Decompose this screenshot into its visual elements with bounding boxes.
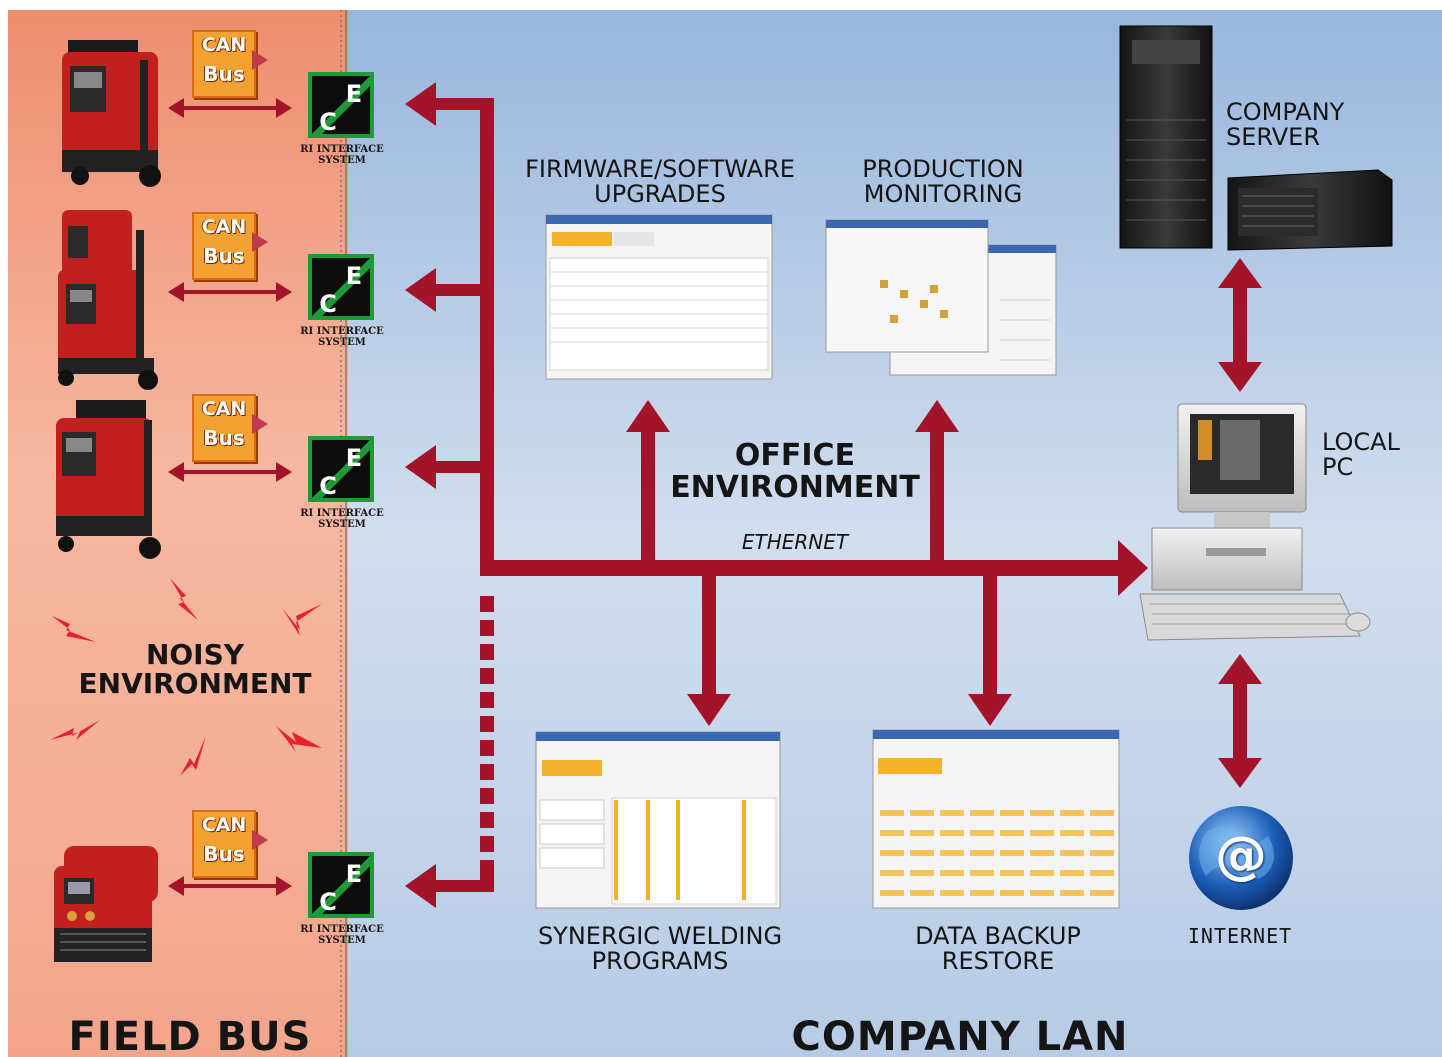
- firmware-label: FIRMWARE/SOFTWARE UPGRADES: [525, 155, 795, 209]
- internet-label: INTERNET: [1187, 924, 1293, 948]
- at-symbol: @: [1215, 826, 1267, 886]
- can-links: [168, 98, 292, 896]
- tower-server-icon: [1119, 25, 1213, 249]
- can-label: CAN: [201, 34, 247, 56]
- globe-icon: [1189, 806, 1293, 910]
- pc-links: [1218, 258, 1262, 788]
- screenshot-icon: [545, 214, 773, 380]
- welder-icon: [56, 400, 161, 559]
- office-environment-label: OFFICE ENVIRONMENT: [670, 438, 920, 505]
- field-bus-title: FIELD BUS: [68, 1014, 312, 1057]
- ethernet-bus: [480, 98, 1148, 892]
- can-bus-icon: CAN Bus: [192, 394, 268, 462]
- svg-text:C: C: [319, 108, 337, 136]
- can-label: CAN: [201, 398, 247, 420]
- svg-text:E: E: [346, 262, 362, 290]
- company-lan-title: COMPANY LAN: [791, 1014, 1129, 1057]
- company-server-label: COMPANY SERVER: [1226, 98, 1345, 152]
- svg-text:C: C: [319, 888, 337, 916]
- can-bus-icon: CAN Bus: [192, 30, 268, 98]
- ethernet-label: ETHERNET: [741, 530, 849, 554]
- synergic-label: SYNERGIC WELDING PROGRAMS: [537, 922, 783, 976]
- can-label: CAN: [201, 814, 247, 836]
- svg-text:E: E: [346, 80, 362, 108]
- desktop-pc-icon: [1139, 403, 1371, 641]
- interface-branches: [405, 82, 494, 908]
- svg-text:C: C: [319, 290, 337, 318]
- production-label: PRODUCTION MONITORING: [862, 155, 1024, 209]
- bus-label: Bus: [203, 426, 245, 450]
- svg-text:E: E: [346, 860, 362, 888]
- app-branches: [626, 400, 1012, 726]
- bus-label: Bus: [203, 62, 245, 86]
- welder-icon: [58, 210, 158, 390]
- welder-icon: [54, 846, 158, 962]
- svg-text:C: C: [319, 472, 337, 500]
- screenshot-icon: [872, 729, 1120, 909]
- rack-server-icon: [1227, 169, 1393, 251]
- backup-label: DATA BACKUP RESTORE: [915, 922, 1081, 976]
- svg-text:E: E: [346, 444, 362, 472]
- screenshot-icon: [535, 731, 781, 909]
- screenshot-icon: [825, 219, 1057, 376]
- bus-label: Bus: [203, 244, 245, 268]
- local-pc-label: LOCAL PC: [1322, 428, 1400, 482]
- welder-icon: [62, 40, 161, 187]
- can-label: CAN: [201, 216, 247, 238]
- lightning-icon: [50, 578, 322, 776]
- can-bus-icon: CAN Bus: [192, 810, 268, 878]
- can-bus-icon: CAN Bus: [192, 212, 268, 280]
- bus-label: Bus: [203, 842, 245, 866]
- noisy-environment-label: NOISY ENVIRONMENT: [78, 638, 312, 701]
